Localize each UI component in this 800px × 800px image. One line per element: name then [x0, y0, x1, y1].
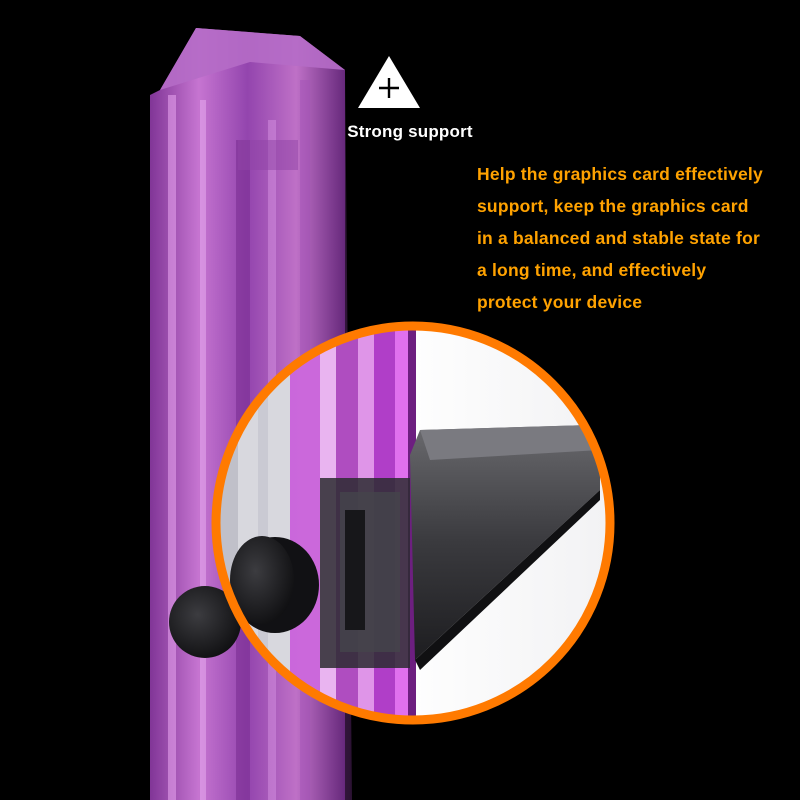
description-line: in a balanced and stable state for [477, 228, 760, 248]
description-line: a long time, and effectively [477, 260, 707, 280]
rear-knob [169, 586, 241, 658]
description-line: protect your device [477, 292, 643, 312]
feature-description: Help the graphics card effectively suppo… [477, 158, 797, 318]
feature-title: Strong support [347, 122, 473, 141]
plus-triangle-icon [358, 56, 420, 108]
description-line: Help the graphics card effectively [477, 164, 763, 184]
description-line: support, keep the graphics card [477, 196, 749, 216]
